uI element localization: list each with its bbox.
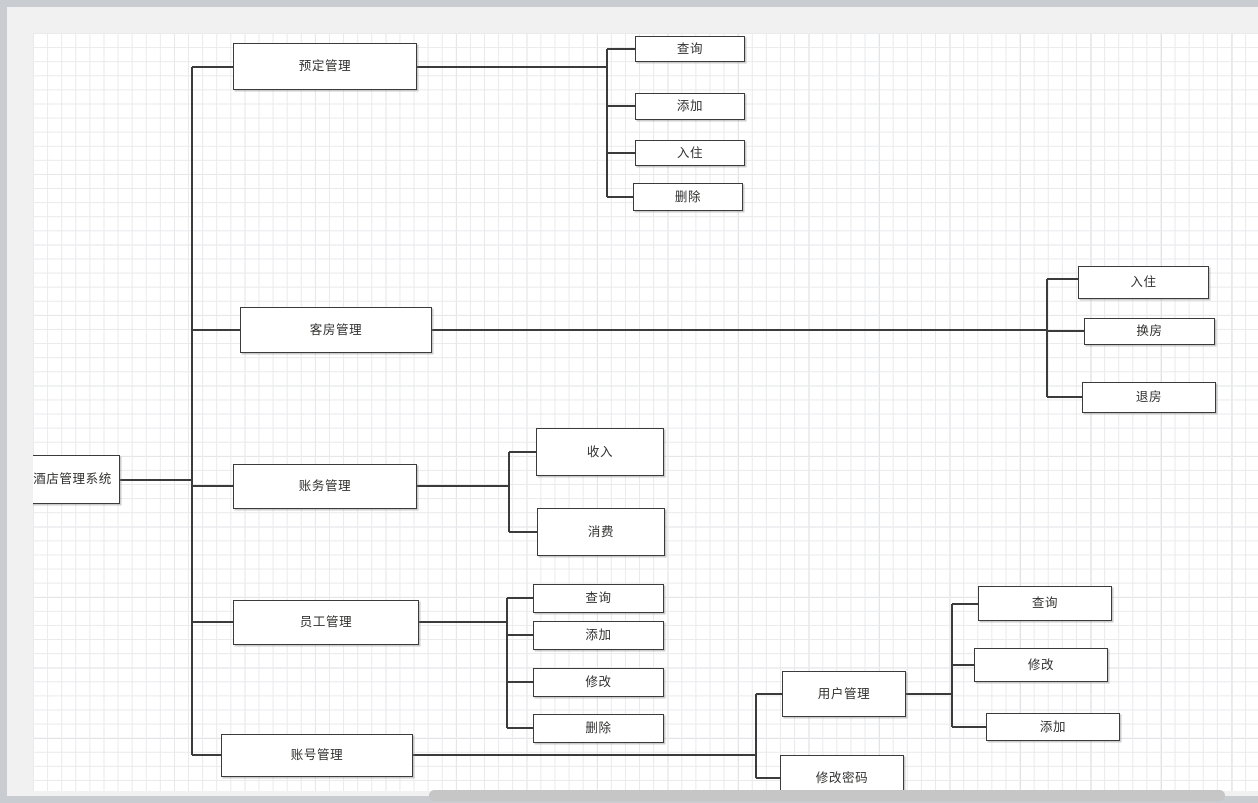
node-finance-expense[interactable]: 消费 <box>537 508 665 556</box>
node-booking-management[interactable]: 预定管理 <box>233 43 417 90</box>
node-staff-query[interactable]: 查询 <box>533 584 664 613</box>
node-change-password[interactable]: 修改密码 <box>780 755 904 791</box>
node-staff-edit[interactable]: 修改 <box>533 668 664 697</box>
connector-lines <box>120 48 1084 779</box>
node-room-checkout[interactable]: 退房 <box>1082 382 1216 413</box>
page-surface: 酒店管理系统 预定管理 查询 添加 入住 删除 客房管理 入住 换房 退房 账务… <box>7 7 1258 801</box>
node-user-management[interactable]: 用户管理 <box>782 671 906 717</box>
node-room-checkin[interactable]: 入住 <box>1078 266 1209 299</box>
node-booking-query[interactable]: 查询 <box>635 36 745 62</box>
node-finance-income[interactable]: 收入 <box>536 428 664 476</box>
node-room-management[interactable]: 客房管理 <box>240 307 432 353</box>
node-staff-add[interactable]: 添加 <box>533 621 664 650</box>
node-room-change[interactable]: 换房 <box>1084 318 1215 345</box>
node-finance-management[interactable]: 账务管理 <box>233 464 417 509</box>
node-account-management[interactable]: 账号管理 <box>221 734 413 777</box>
node-staff-management[interactable]: 员工管理 <box>233 600 419 645</box>
diagram-layer: 酒店管理系统 预定管理 查询 添加 入住 删除 客房管理 入住 换房 退房 账务… <box>33 33 1258 791</box>
node-user-query[interactable]: 查询 <box>978 586 1112 621</box>
node-booking-checkin[interactable]: 入住 <box>635 140 745 166</box>
node-booking-add[interactable]: 添加 <box>635 93 745 120</box>
node-user-edit[interactable]: 修改 <box>974 648 1108 682</box>
horizontal-scrollbar[interactable] <box>407 786 1258 803</box>
diagram-canvas[interactable]: 酒店管理系统 预定管理 查询 添加 入住 删除 客房管理 入住 换房 退房 账务… <box>33 33 1258 791</box>
node-root[interactable]: 酒店管理系统 <box>33 455 120 504</box>
node-booking-delete[interactable]: 删除 <box>633 183 743 211</box>
node-user-add[interactable]: 添加 <box>986 713 1120 741</box>
node-staff-delete[interactable]: 删除 <box>533 714 664 743</box>
